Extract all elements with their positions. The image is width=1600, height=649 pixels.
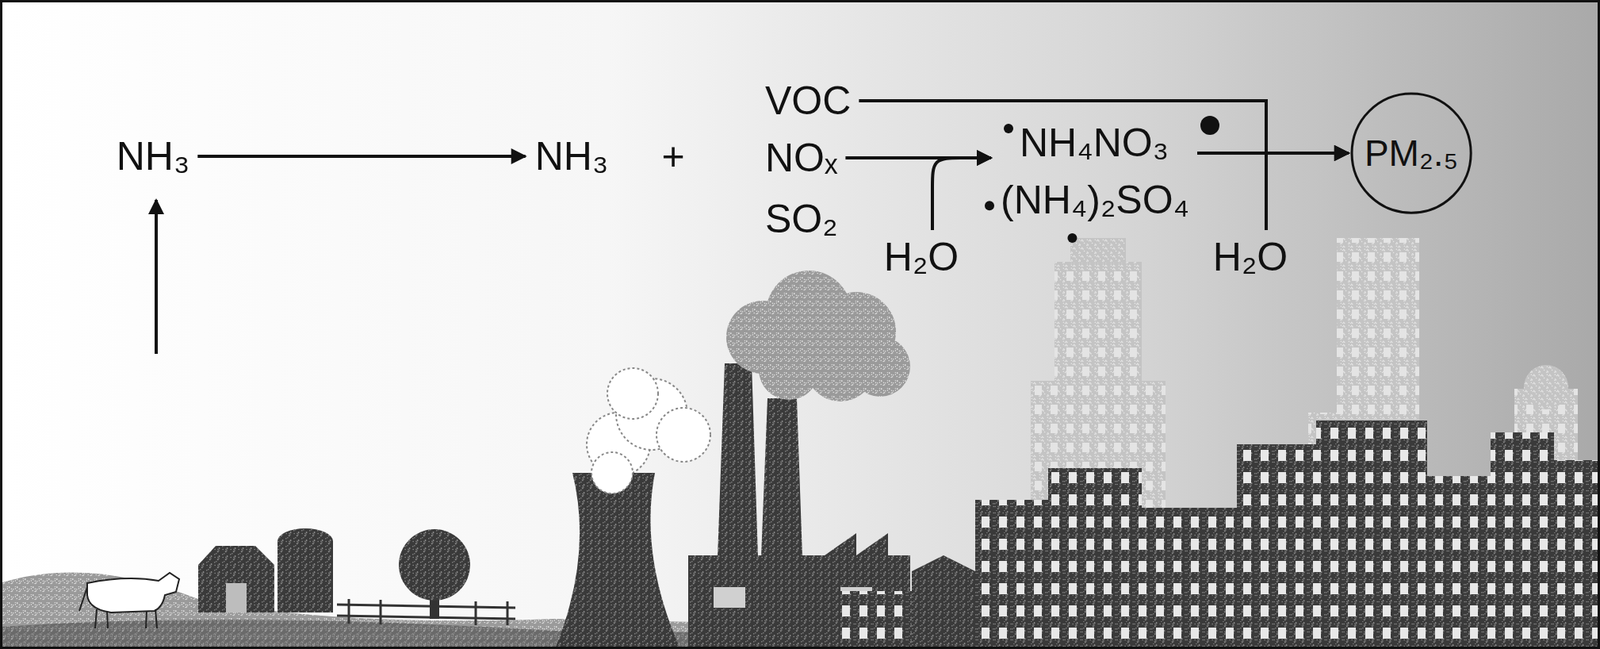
illustration-part	[1141, 507, 1237, 649]
emission-arrow	[154, 199, 158, 354]
ammonia: NH₃	[535, 132, 609, 180]
node-text: PM₂.₅	[1364, 129, 1459, 177]
pm25-particle: PM₂.₅	[1350, 91, 1473, 215]
node-text: (NH₄)₂SO₄	[1000, 171, 1190, 229]
faded-towers	[1030, 237, 1578, 649]
particle-circle	[1351, 93, 1471, 213]
water-input: H₂O	[1213, 233, 1288, 281]
city-buildings	[840, 420, 1600, 649]
particle-dot	[984, 200, 995, 211]
particle-dot	[1200, 115, 1220, 135]
nox-input: NOₓ	[765, 133, 838, 182]
illustration-part	[1054, 261, 1142, 389]
illustration-part	[726, 270, 911, 402]
illustration-part	[506, 600, 510, 625]
node-text: NH₃	[535, 132, 609, 180]
illustration-part	[840, 590, 912, 649]
reaction-arrow	[1266, 153, 1349, 230]
particle-dot	[1067, 233, 1077, 243]
barn-silo-tree	[198, 528, 516, 625]
illustration-part	[95, 608, 97, 628]
illustration-part	[824, 532, 889, 556]
illustration-part	[398, 528, 471, 601]
illustration-part	[758, 339, 820, 400]
particle-dot	[1003, 123, 1014, 134]
illustration-part	[1070, 237, 1126, 264]
illustration-part	[911, 555, 976, 649]
reaction-arrow	[932, 157, 992, 230]
illustration-part	[849, 336, 911, 397]
illustration-part	[1316, 420, 1428, 649]
illustration-part	[555, 472, 681, 649]
water-input: H₂O	[884, 233, 959, 281]
illustration-part	[79, 586, 88, 611]
illustration-part	[1523, 364, 1569, 410]
node-text: NH₃	[116, 132, 191, 180]
illustration-part	[591, 451, 633, 494]
node-text: NH₄NO₃	[1000, 114, 1190, 172]
illustration-part	[713, 586, 746, 608]
illustration-part	[586, 367, 711, 494]
illustration-part	[1554, 459, 1600, 649]
illustration-part	[761, 398, 803, 557]
illustration-part	[336, 604, 516, 608]
so2-input: SO₂	[765, 195, 839, 243]
illustration-part	[336, 598, 516, 625]
illustration-part	[1236, 444, 1317, 649]
illustration-part	[107, 610, 108, 628]
node-text: H₂O	[884, 233, 959, 281]
illustration-part	[225, 582, 247, 613]
illustration-part	[717, 363, 758, 557]
illustration-part	[1048, 467, 1142, 649]
reaction-arrow	[197, 154, 525, 158]
plus-sign: +	[661, 132, 685, 180]
ammonium-salts: NH₄NO₃(NH₄)₂SO₄	[1000, 114, 1190, 229]
illustration-part	[348, 598, 351, 624]
illustration-part	[379, 599, 383, 624]
illustration-part	[975, 499, 1049, 649]
illustration-part	[1490, 432, 1555, 649]
cooling-tower	[555, 367, 711, 649]
illustration-part	[198, 545, 275, 613]
node-text: H₂O	[1213, 233, 1288, 281]
illustration-part	[277, 528, 334, 554]
illustration-part	[607, 367, 659, 419]
illustration-part	[87, 572, 180, 613]
illustration-part	[155, 608, 157, 628]
illustration-part	[1427, 475, 1491, 649]
illustration-part	[474, 600, 478, 625]
node-text: VOC	[765, 76, 851, 125]
illustration-part	[336, 615, 516, 619]
illustration-part	[656, 407, 711, 462]
ammonia-source: NH₃	[116, 132, 191, 180]
node-text: NOₓ	[765, 133, 838, 182]
voc-input: VOC	[765, 76, 851, 125]
cow	[79, 572, 180, 628]
illustration-part	[145, 610, 147, 628]
